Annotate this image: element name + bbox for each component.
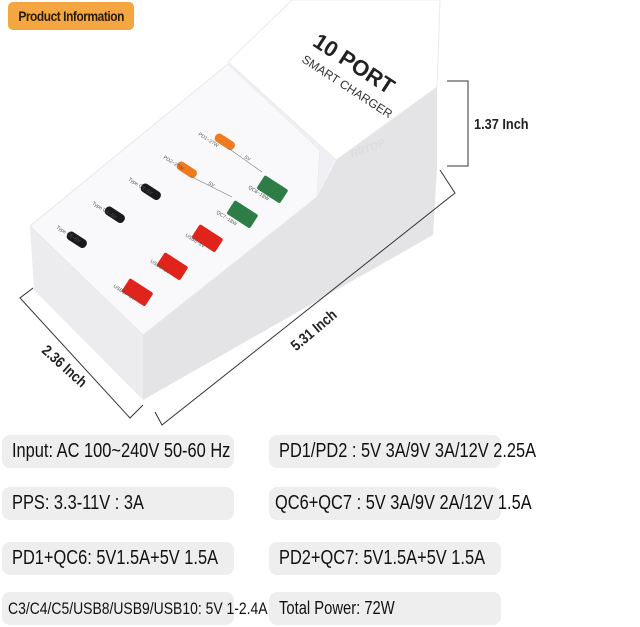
link-label: 5V [207, 181, 216, 190]
port-pd2 [176, 161, 197, 178]
spec-pd1-qc6: PD1+QC6: 5V1.5A+5V 1.5A [2, 542, 234, 575]
link-line [227, 147, 263, 173]
spec-pd2-qc7: PD2+QC7: 5V1.5A+5V 1.5A [269, 542, 501, 575]
link-label: 5V [243, 155, 252, 164]
spec-pps: PPS: 3.3-11V : 3A [2, 487, 234, 520]
height-dimension: 1.37 Inch [474, 116, 529, 133]
height-dimension-line [447, 80, 469, 167]
port-usb10 [122, 278, 153, 306]
spec-input: Input: AC 100~240V 50-60 Hz [2, 435, 234, 468]
port-usb9 [157, 252, 188, 280]
charger-raised-top [227, 0, 441, 161]
port-qc6 [257, 175, 288, 203]
port-c3 [140, 183, 161, 200]
port-qc7 [227, 200, 258, 228]
charger-front-face [30, 226, 143, 400]
spec-pd1-pd2: PD1/PD2 : 5V 3A/9V 3A/12V 2.25A [269, 435, 536, 468]
spec-qc6-qc7: QC6+QC7 : 5V 3A/9V 2A/12V 1.5A [269, 487, 532, 520]
length-dimension-line [154, 169, 456, 426]
charger-illustration: 10 PORT SMART CHARGER RIITOP PD1~27W PD2… [19, 0, 469, 426]
port-c4 [104, 206, 125, 223]
port-usb8 [192, 224, 223, 252]
product-information-badge: Product Information [8, 2, 134, 30]
spec-usb-ports: C3/C4/C5/USB8/USB9/USB10: 5V 1-2.4A [2, 592, 268, 625]
width-dimension-line [19, 287, 144, 419]
port-c5 [66, 231, 87, 248]
link-line [189, 175, 233, 198]
port-pd1 [214, 133, 235, 150]
charger-side-face [143, 87, 437, 400]
spec-total-power: Total Power: 72W [269, 592, 501, 625]
